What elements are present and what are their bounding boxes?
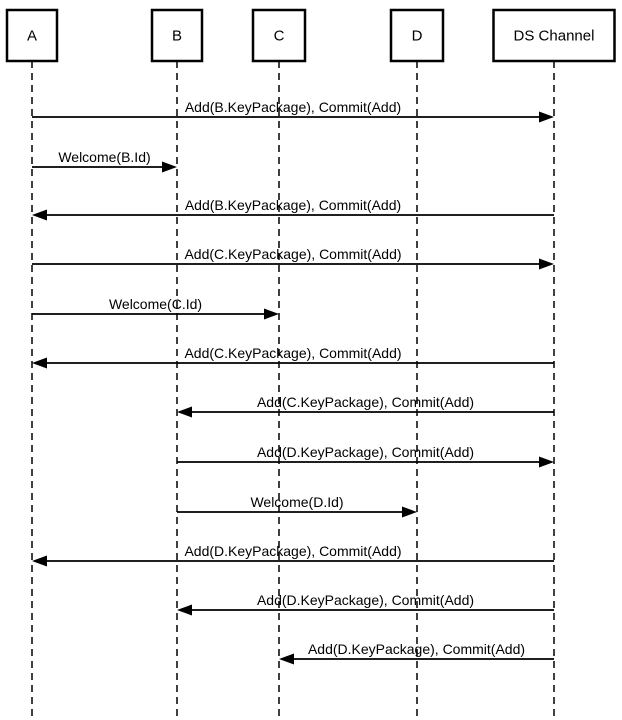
message-arrowhead-4 <box>539 258 554 270</box>
message-label-11: Add(D.KeyPackage), Commit(Add) <box>257 592 474 608</box>
message-arrowhead-9 <box>402 506 417 518</box>
message-arrowhead-3 <box>32 209 47 221</box>
message-arrowhead-8 <box>539 456 554 468</box>
actor-label-b: B <box>172 28 182 45</box>
message-arrowhead-6 <box>32 357 47 369</box>
message-label-4: Add(C.KeyPackage), Commit(Add) <box>184 246 401 262</box>
message-arrowhead-12 <box>279 653 294 665</box>
actor-label-c: C <box>274 28 285 45</box>
actor-box-a <box>5 8 59 63</box>
actor-box-b <box>150 8 204 63</box>
message-arrowhead-7 <box>177 406 192 418</box>
message-label-12: Add(D.KeyPackage), Commit(Add) <box>308 641 525 657</box>
message-label-8: Add(D.KeyPackage), Commit(Add) <box>257 444 474 460</box>
message-label-3: Add(B.KeyPackage), Commit(Add) <box>185 197 401 213</box>
actor-label-ds: DS Channel <box>514 28 595 45</box>
actor-box-ds <box>492 8 616 63</box>
message-arrowhead-2 <box>162 161 177 173</box>
actor-box-c <box>251 8 307 63</box>
message-arrowhead-11 <box>177 604 192 616</box>
message-arrowhead-5 <box>264 308 279 320</box>
message-label-5: Welcome(C.Id) <box>109 296 202 312</box>
message-label-2: Welcome(B.Id) <box>58 149 150 165</box>
message-label-6: Add(C.KeyPackage), Commit(Add) <box>184 345 401 361</box>
actor-label-a: A <box>27 28 37 45</box>
message-label-7: Add(C.KeyPackage), Commit(Add) <box>257 394 474 410</box>
actor-box-d <box>389 8 445 63</box>
message-arrowhead-1 <box>539 111 554 123</box>
message-label-1: Add(B.KeyPackage), Commit(Add) <box>185 99 401 115</box>
message-label-9: Welcome(D.Id) <box>250 494 343 510</box>
actor-label-d: D <box>412 28 423 45</box>
message-arrowhead-10 <box>32 555 47 567</box>
message-label-10: Add(D.KeyPackage), Commit(Add) <box>184 543 401 559</box>
